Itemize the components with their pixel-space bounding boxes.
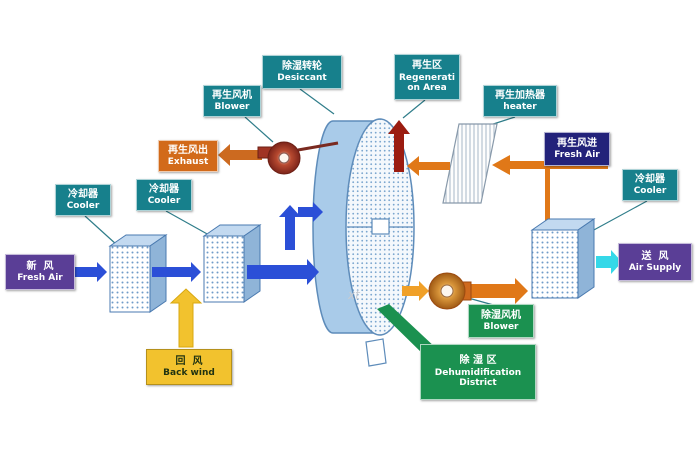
fan1-hub (278, 152, 290, 164)
label-connector-lines (84, 88, 648, 307)
label-regen-blower: 再生风机 Blower (203, 85, 261, 117)
label-fresh-air-zh: 新 风 (26, 260, 54, 272)
label-cooler-right-zh: 冷却器 (635, 173, 665, 185)
arrow-heater-to-wheel (407, 156, 450, 176)
regen-blower-fan (257, 141, 339, 175)
label-regen-fresh-air-zh: 再生风进 (557, 137, 597, 149)
arrow-cooler1-to-cooler2 (152, 262, 201, 282)
fan2-hub (440, 284, 454, 298)
arrow-fresh-air-in (75, 262, 107, 282)
label-dehumidification-district-en: Dehumidification District (434, 367, 522, 389)
label-cooler-right-en: Cooler (633, 186, 667, 197)
desiccant-wheel (312, 118, 415, 367)
label-fresh-air: 新 风 Fresh Air (5, 254, 75, 290)
label-back-wind-zh: 回 风 (175, 355, 203, 367)
label-cooler-left: 冷却器 Cooler (55, 184, 111, 216)
label-dehumidification-district: 除 湿 区 Dehumidification District (420, 344, 536, 400)
label-regen-heater-zh: 再生加热器 (495, 89, 545, 101)
label-back-wind-en: Back wind (163, 368, 215, 379)
label-cooler-left-en: Cooler (66, 201, 100, 212)
wheel-sheet-icon (365, 338, 387, 367)
regen-inlet-duct-line (545, 166, 550, 224)
cooler-right-exchanger (530, 218, 596, 299)
arrow-blower-to-cooler3 (468, 278, 528, 304)
label-back-wind: 回 风 Back wind (146, 349, 232, 385)
label-cooler-right: 冷却器 Cooler (622, 169, 678, 201)
label-regeneration-area-en: Regeneration Area (399, 72, 455, 94)
label-cooler-left-zh: 冷却器 (68, 188, 98, 200)
label-dehumid-blower: 除湿风机 Blower (468, 304, 534, 338)
label-exhaust-zh: 再生风出 (168, 144, 208, 156)
label-exhaust-en: Exhaust (167, 157, 209, 168)
arrow-cooler2-to-wheel (247, 259, 319, 285)
label-regen-heater-en: heater (503, 102, 537, 113)
label-cooler-middle-zh: 冷却器 (149, 183, 179, 195)
label-regen-heater: 再生加热器 heater (483, 85, 557, 117)
label-regen-fresh-air: 再生风进 Fresh Air (544, 132, 610, 166)
label-exhaust: 再生风出 Exhaust (158, 140, 218, 172)
label-desiccant-wheel-en: Desiccant (277, 73, 327, 84)
label-air-supply: 送 风 Air Supply (618, 243, 692, 281)
regen-heater-panel (442, 123, 498, 204)
label-desiccant-wheel-zh: 除湿转轮 (282, 60, 322, 72)
arrow-blower-to-exhaust (218, 144, 262, 166)
label-dehumid-blower-en: Blower (483, 322, 519, 333)
label-air-supply-en: Air Supply (628, 263, 682, 274)
cooler-middle-exchanger (202, 224, 262, 303)
watermark-text: xt (348, 288, 360, 302)
wheel-partition-box (371, 218, 390, 235)
label-desiccant-wheel: 除湿转轮 Desiccant (262, 55, 342, 89)
label-cooler-middle: 冷却器 Cooler (136, 179, 192, 211)
label-regen-blower-zh: 再生风机 (212, 89, 252, 101)
label-regen-blower-en: Blower (214, 102, 250, 113)
label-regeneration-area-zh: 再生区 (412, 60, 442, 72)
arrow-back-wind-up (169, 288, 203, 348)
label-dehumidification-district-zh: 除 湿 区 (459, 355, 497, 367)
label-regeneration-area: 再生区 Regeneration Area (394, 54, 460, 100)
arrow-bypass-right (298, 202, 323, 222)
process-air-arrows (75, 202, 323, 285)
label-cooler-middle-en: Cooler (147, 196, 181, 207)
label-regen-fresh-air-en: Fresh Air (554, 150, 600, 161)
cooler-left-exchanger (108, 234, 168, 313)
dehumid-district-connector (377, 304, 437, 357)
arrow-regen-hot-up (388, 120, 410, 172)
label-air-supply-zh: 送 风 (641, 250, 669, 262)
label-dehumid-blower-zh: 除湿风机 (481, 309, 521, 321)
arrow-wheel-to-dehumid-blower (402, 281, 429, 301)
arrow-air-supply-out (596, 250, 622, 274)
label-fresh-air-en: Fresh Air (17, 273, 63, 284)
arrow-bypass-up (279, 205, 301, 250)
dehumid-blower-fan (428, 272, 472, 310)
